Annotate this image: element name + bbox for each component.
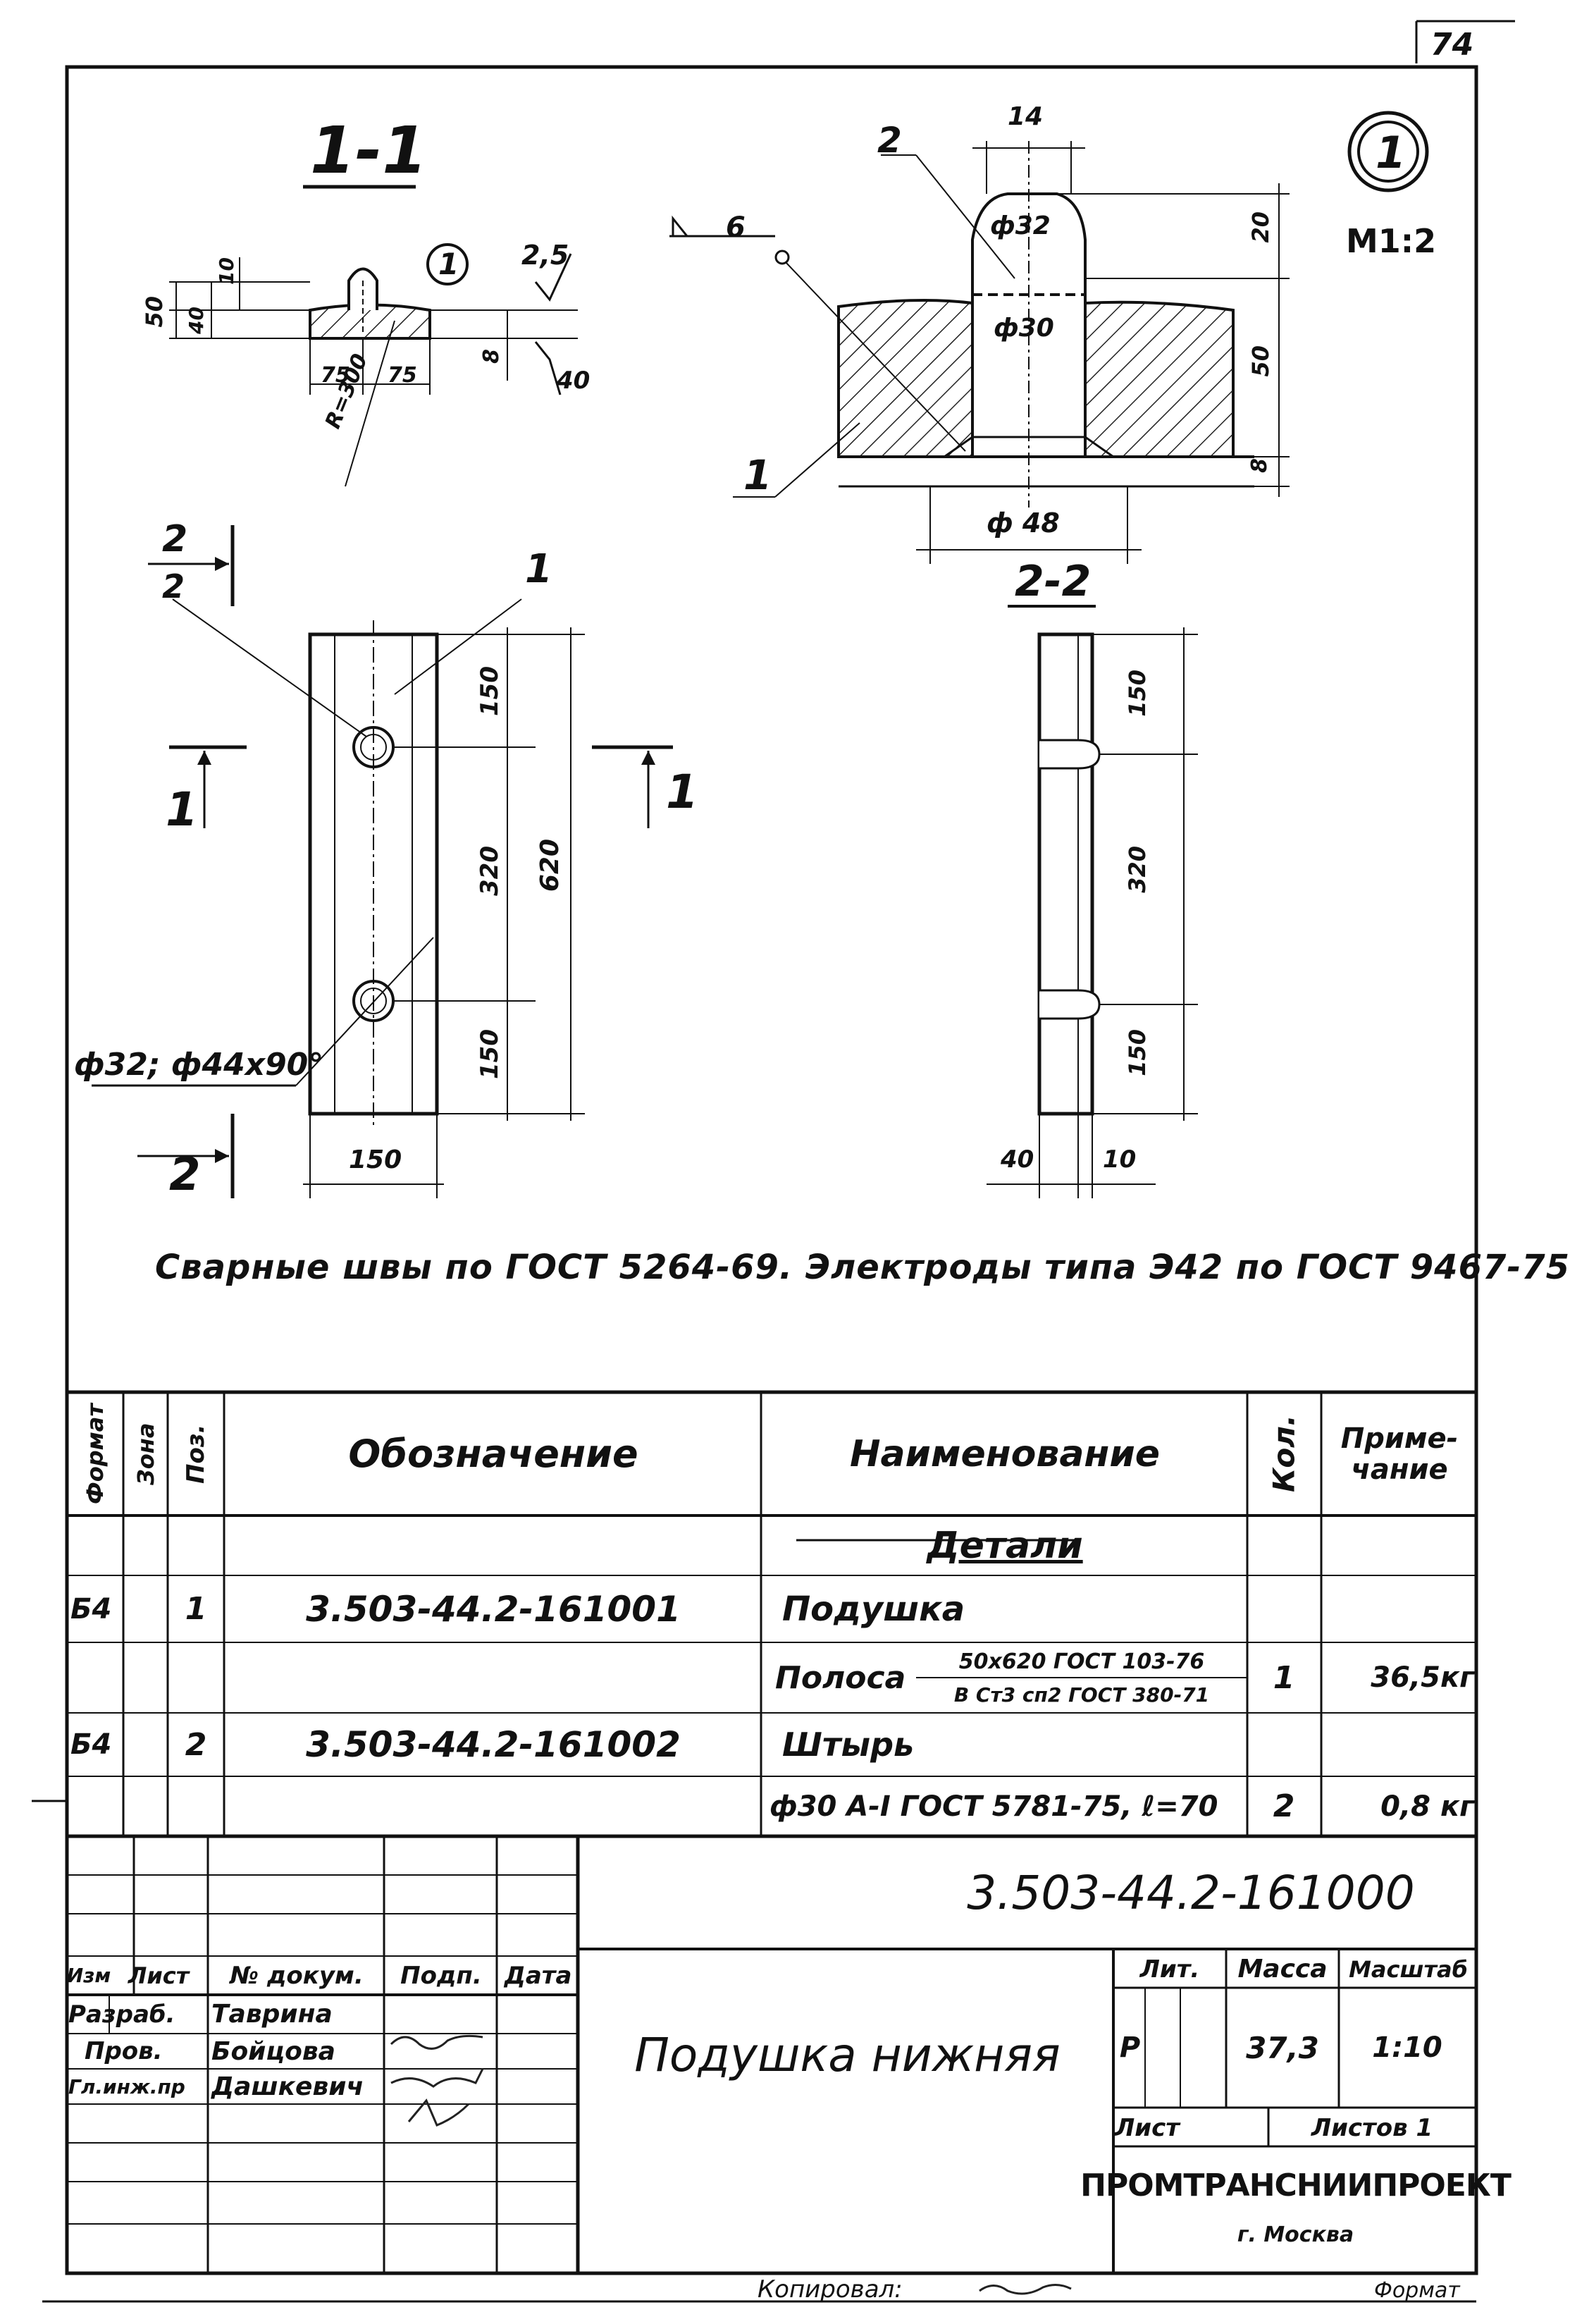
table-row-2-qty: 1 — [1273, 1659, 1295, 1696]
title-block-grid — [67, 1836, 1476, 2273]
table-row-2-name: Полоса — [775, 1659, 906, 1696]
callout-1-plan: 1 — [525, 546, 552, 592]
roughness-b: 40 — [557, 367, 591, 395]
scale-label: М1:2 — [1346, 222, 1437, 260]
dim-20: 20 — [1247, 211, 1274, 243]
header-name: Наименование — [849, 1432, 1161, 1475]
col-list: Лист — [128, 1962, 190, 1989]
spec-table-grid — [67, 1390, 1476, 1838]
name-checker: Бойцова — [211, 2036, 335, 2066]
copied-by-label: Копировал: — [758, 2275, 903, 2304]
sheets-count: Листов 1 — [1311, 2113, 1433, 2142]
welding-note: Сварные швы по ГОСТ 5264-69. Электроды т… — [155, 1248, 1570, 1287]
section-mark-2-top-b: 2 — [162, 567, 185, 605]
dia-32: ф32 — [990, 211, 1051, 240]
sheet-label: Лист — [1115, 2113, 1180, 2142]
name-chief: Дашкевич — [211, 2072, 364, 2101]
dim-320-2-2: 320 — [1124, 846, 1151, 893]
dim-320: 320 — [476, 846, 504, 896]
table-row-2-material-top: 50х620 ГОСТ 103-76 — [958, 1649, 1205, 1674]
section-mark-2-top: 2 — [162, 518, 188, 560]
dim-75b: 75 — [388, 363, 417, 388]
dim-10: 10 — [215, 257, 238, 285]
dim-150-2-2-bottom: 150 — [1124, 1029, 1151, 1076]
lit-value: Р — [1119, 2031, 1141, 2064]
section-title-details: Детали — [927, 1524, 1083, 1567]
dim-150-bottom: 150 — [476, 1029, 504, 1079]
section-1-1-drawing — [169, 185, 578, 487]
drawing-frame — [32, 20, 1515, 2303]
header-note: Приме- чание — [1340, 1422, 1459, 1486]
organization: ПРОМТРАНСНИИПРОЕКТ — [1080, 2167, 1512, 2203]
cut-1-right: 1 — [666, 765, 698, 819]
col-doc: № докум. — [230, 1961, 364, 1990]
col-date: Дата — [504, 1961, 572, 1990]
city: г. Москва — [1237, 2222, 1354, 2247]
signature-scribbles — [390, 2034, 1072, 2295]
node-detail-drawing — [669, 111, 1429, 564]
dim-50-node: 50 — [1247, 345, 1274, 377]
role-developer: Разраб. — [68, 2000, 175, 2029]
header-pos: Поз. — [182, 1424, 210, 1484]
drawing-title: Подушка нижняя — [634, 2027, 1061, 2082]
header-zone: Зона — [132, 1422, 159, 1485]
section-mark-2-bottom: 2 — [169, 1149, 201, 1201]
weld-label: 6 — [726, 211, 746, 244]
dim-50: 50 — [141, 296, 168, 328]
dim-75a: 75 — [321, 363, 350, 388]
table-row-2-note: 36,5кг — [1371, 1661, 1474, 1694]
table-row-1-format: Б4 — [70, 1592, 112, 1625]
mass-label: Масса — [1237, 1955, 1328, 1984]
dim-8: 8 — [479, 349, 504, 364]
table-row-4-note: 0,8 кг — [1380, 1790, 1474, 1823]
dim-150-2-2-top: 150 — [1124, 670, 1151, 717]
node-marker-number: 1 — [1376, 127, 1407, 178]
scale-col-label: Масштаб — [1349, 1955, 1468, 1983]
table-row-4-name: ф30 А-I ГОСТ 5781-75, ℓ=70 — [769, 1790, 1218, 1823]
header-designation: Обозначение — [348, 1432, 638, 1476]
mass-value: 37,3 — [1246, 2030, 1319, 2065]
table-row-4-qty: 2 — [1273, 1788, 1295, 1824]
header-qty: Кол. — [1266, 1415, 1302, 1493]
table-row-1-designation: 3.503-44.2-161001 — [306, 1588, 681, 1630]
section-2-2-drawing — [987, 605, 1198, 1198]
table-row-1-name: Подушка — [782, 1589, 965, 1629]
hole-note: ф32; ф44х90° — [74, 1047, 324, 1083]
table-row-3-name: Штырь — [782, 1726, 915, 1764]
callout-2-node: 2 — [877, 120, 902, 161]
role-checker: Пров. — [85, 2037, 163, 2065]
table-row-1-pos: 1 — [185, 1591, 207, 1627]
dim-40-2-2: 40 — [1001, 1145, 1034, 1174]
section-2-2-title: 2-2 — [1015, 557, 1092, 606]
format-label: Формат — [1374, 2278, 1460, 2303]
table-row-3-pos: 2 — [185, 1726, 207, 1763]
dim-40: 40 — [185, 307, 208, 334]
role-chief: Гл.инж.пр — [68, 2074, 185, 2098]
table-row-2-material-bottom: В Ст3 сп2 ГОСТ 380-71 — [953, 1683, 1210, 1707]
dia-48: ф 48 — [987, 508, 1060, 539]
dia-30: ф30 — [994, 314, 1054, 343]
section-1-1-marker: 1 — [438, 247, 459, 281]
document-code: 3.503-44.2-161000 — [967, 1865, 1415, 1920]
col-sign: Подп. — [400, 1961, 482, 1990]
dim-8-node: 8 — [1247, 458, 1272, 473]
lit-label: Лит. — [1139, 1955, 1200, 1984]
roughness-a: 2,5 — [521, 240, 569, 271]
table-row-3-format: Б4 — [70, 1728, 112, 1761]
dim-150-width: 150 — [349, 1145, 402, 1174]
col-izm: Изм — [66, 1964, 111, 1987]
name-developer: Таврина — [211, 2000, 333, 2029]
page-number: 74 — [1430, 27, 1474, 63]
callout-1-node: 1 — [743, 451, 772, 499]
dim-150-top: 150 — [476, 666, 504, 716]
header-format: Формат — [82, 1403, 109, 1504]
table-row-3-designation: 3.503-44.2-161002 — [306, 1724, 681, 1765]
scale-value: 1:10 — [1372, 2031, 1442, 2064]
dim-10-2-2: 10 — [1103, 1145, 1137, 1174]
dim-620: 620 — [536, 839, 564, 892]
dim-14: 14 — [1008, 102, 1044, 131]
cut-1-left: 1 — [166, 782, 198, 837]
section-1-1-title: 1-1 — [310, 113, 428, 188]
plan-view-drawing — [92, 525, 673, 1198]
